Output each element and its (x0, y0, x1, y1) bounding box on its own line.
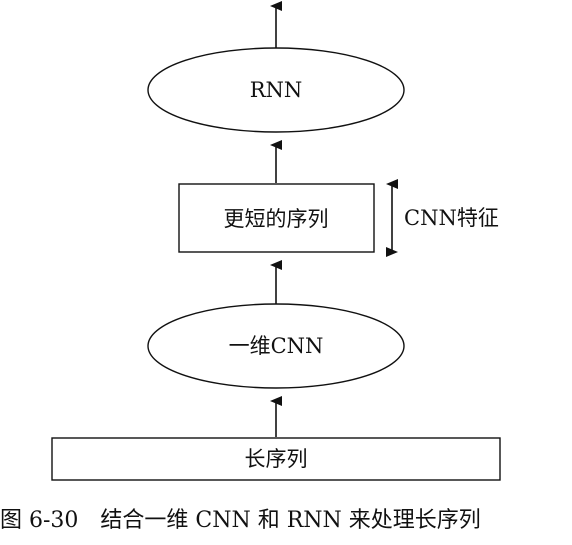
rnn-node-label: RNN (250, 78, 303, 102)
shorter-sequence-label: 更短的序列 (224, 207, 329, 231)
figure-number: 图 6-30 (0, 508, 79, 533)
figure-caption-text: 结合一维 CNN 和 RNN 来处理长序列 (100, 508, 481, 533)
cnn-feature-label: CNN特征 (404, 206, 499, 230)
cnn-1d-label: 一维CNN (229, 334, 324, 358)
cnn-1d-node: 一维CNN (147, 303, 405, 389)
shorter-sequence-node: 更短的序列 (178, 183, 375, 253)
long-sequence-label: 长序列 (245, 447, 308, 471)
rnn-node: RNN (147, 47, 405, 133)
figure-caption: 图 6-30 结合一维 CNN 和 RNN 来处理长序列 (0, 502, 572, 534)
architecture-diagram: RNN 更短的序列 CNN特征 一维CNN 长序列 (51, 1, 501, 481)
long-sequence-node: 长序列 (51, 437, 501, 481)
